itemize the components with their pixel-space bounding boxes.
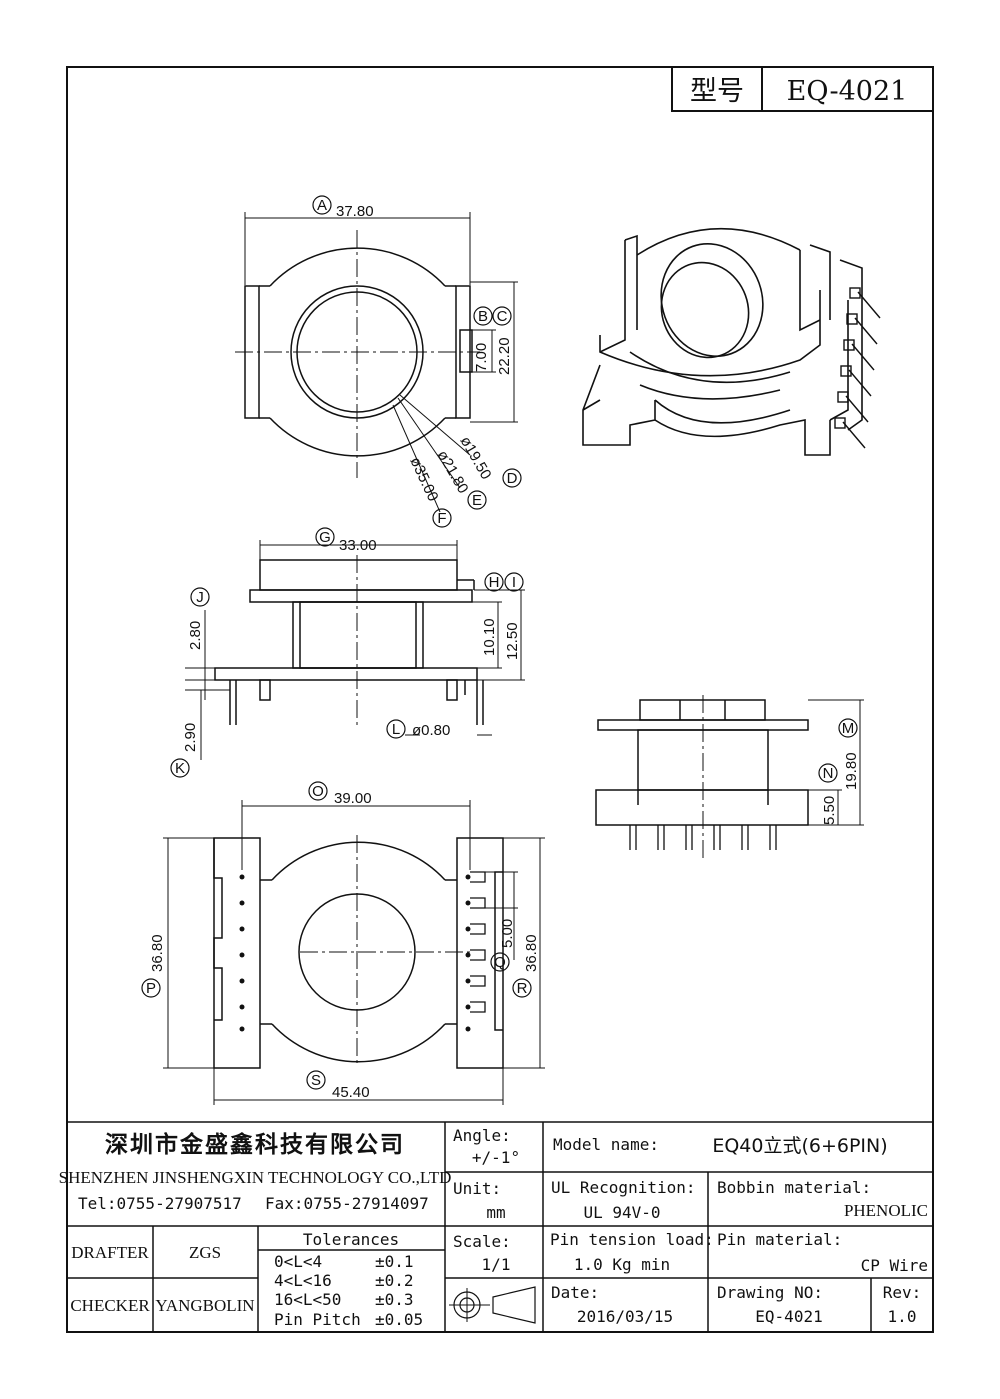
model-header-box: 型号 EQ-4021	[671, 66, 934, 112]
top-view	[235, 212, 518, 513]
rev-label: Rev:	[883, 1283, 922, 1302]
dim-p-value: 36.80	[149, 934, 166, 972]
dim-p-letter: P	[146, 980, 156, 997]
angle-label: Angle:	[453, 1126, 511, 1145]
dim-m-value: 19.80	[843, 752, 860, 790]
tolerance-range-2: 4<L<16	[274, 1271, 332, 1290]
dim-l-value: ø0.80	[412, 722, 450, 739]
tolerance-range-1: 0<L<4	[274, 1252, 322, 1271]
dim-s-letter: S	[311, 1072, 321, 1089]
drafter-label: DRAFTER	[71, 1243, 149, 1262]
side-view	[185, 540, 525, 760]
dim-f-value: ø35.00	[406, 455, 441, 505]
tolerance-range-4: Pin Pitch	[274, 1310, 361, 1329]
tolerances-title: Tolerances	[303, 1230, 399, 1249]
dim-o-value: 39.00	[334, 790, 372, 807]
company-fax: Fax:0755-27914097	[265, 1194, 429, 1213]
bobbin-value: PHENOLIC	[844, 1201, 928, 1220]
checker-label: CHECKER	[70, 1296, 150, 1315]
side-view-dims: G 33.00 H I 10.10 12.50 J 2.80 2.90 K L …	[170, 527, 524, 778]
drawing-no-label: Drawing NO:	[717, 1283, 823, 1302]
dim-g-letter: G	[319, 529, 331, 546]
bobbin-label: Bobbin material:	[717, 1178, 871, 1197]
pin-material-value: CP Wire	[861, 1256, 928, 1275]
rev-value: 1.0	[888, 1307, 917, 1326]
tolerance-value-2: ±0.2	[375, 1271, 414, 1290]
isometric-view	[582, 227, 881, 456]
scale-value: 1/1	[482, 1255, 511, 1274]
sheet-border	[66, 66, 934, 1333]
dim-s-value: 45.40	[332, 1084, 370, 1101]
front-view	[595, 695, 864, 860]
drafter-value: ZGS	[189, 1243, 221, 1262]
unit-label: Unit:	[453, 1179, 501, 1198]
dim-l-letter: L	[392, 721, 400, 738]
front-view-dims: M 19.80 N 5.50	[818, 718, 860, 825]
model-name-value: EQ40立式(6+6PIN)	[712, 1135, 887, 1157]
dim-n-value: 5.50	[821, 796, 838, 825]
model-name-label: Model name:	[553, 1135, 659, 1154]
company-tel: Tel:0755-27907517	[78, 1194, 242, 1213]
checker-value: YANGBOLIN	[155, 1296, 254, 1315]
dim-b-value: 7.00	[473, 343, 490, 372]
dim-o-letter: O	[312, 783, 324, 800]
angle-value: +/-1°	[472, 1148, 520, 1167]
dim-a-letter: A	[317, 197, 327, 214]
ul-label: UL Recognition:	[551, 1178, 696, 1197]
dim-i-letter: I	[512, 574, 516, 591]
dim-b-letter: B	[478, 308, 488, 325]
date-label: Date:	[551, 1283, 599, 1302]
company-name-en: SHENZHEN JINSHENGXIN TECHNOLOGY CO.,LTD	[59, 1168, 452, 1187]
model-label: 型号	[690, 76, 744, 107]
dim-i-value: 12.50	[504, 622, 521, 660]
dim-j-value: 2.80	[187, 621, 204, 650]
dim-q-value: 5.00	[499, 919, 516, 948]
dim-c-letter: C	[497, 308, 508, 325]
dim-c-value: 22.20	[496, 337, 513, 375]
dim-e-letter: E	[472, 492, 482, 509]
bottom-view	[163, 800, 545, 1105]
dim-g-value: 33.00	[339, 537, 377, 554]
dim-k-letter: K	[175, 760, 185, 777]
title-block-text: 深圳市金盛鑫科技有限公司 SHENZHEN JINSHENGXIN TECHNO…	[59, 1126, 928, 1329]
pin-tension-label: Pin tension load:	[550, 1230, 714, 1249]
dim-h-letter: H	[489, 574, 500, 591]
dim-r-letter: R	[517, 980, 528, 997]
drawing-no-value: EQ-4021	[755, 1307, 822, 1326]
unit-value: mm	[486, 1203, 505, 1222]
dim-m-letter: M	[842, 720, 855, 737]
tolerance-value-1: ±0.1	[375, 1252, 414, 1271]
date-value: 2016/03/15	[577, 1307, 673, 1326]
tolerance-value-4: ±0.05	[375, 1310, 423, 1329]
dim-d-letter: D	[507, 470, 518, 487]
dim-j-letter: J	[196, 589, 204, 606]
scale-label: Scale:	[453, 1232, 511, 1251]
dim-r-value: 36.80	[523, 934, 540, 972]
tolerance-value-3: ±0.3	[375, 1290, 414, 1309]
dim-h-value: 10.10	[481, 618, 498, 656]
company-name-cn: 深圳市金盛鑫科技有限公司	[105, 1131, 405, 1158]
dim-q-letter: Q	[494, 954, 506, 971]
tolerance-range-3: 16<L<50	[274, 1290, 341, 1309]
pin-material-label: Pin material:	[717, 1230, 842, 1249]
pin-tension-value: 1.0 Kg min	[574, 1255, 670, 1274]
dim-n-letter: N	[823, 765, 834, 782]
title-block	[67, 1121, 933, 1332]
dim-a-value: 37.80	[336, 203, 374, 220]
dim-k-value: 2.90	[182, 723, 199, 752]
ul-value: UL 94V-0	[583, 1203, 660, 1222]
dim-f-letter: F	[437, 510, 446, 527]
model-value: EQ-4021	[787, 76, 908, 107]
bottom-view-dims: O 39.00 36.80 P 5.00 Q 36.80 R S 45.40	[141, 781, 540, 1101]
